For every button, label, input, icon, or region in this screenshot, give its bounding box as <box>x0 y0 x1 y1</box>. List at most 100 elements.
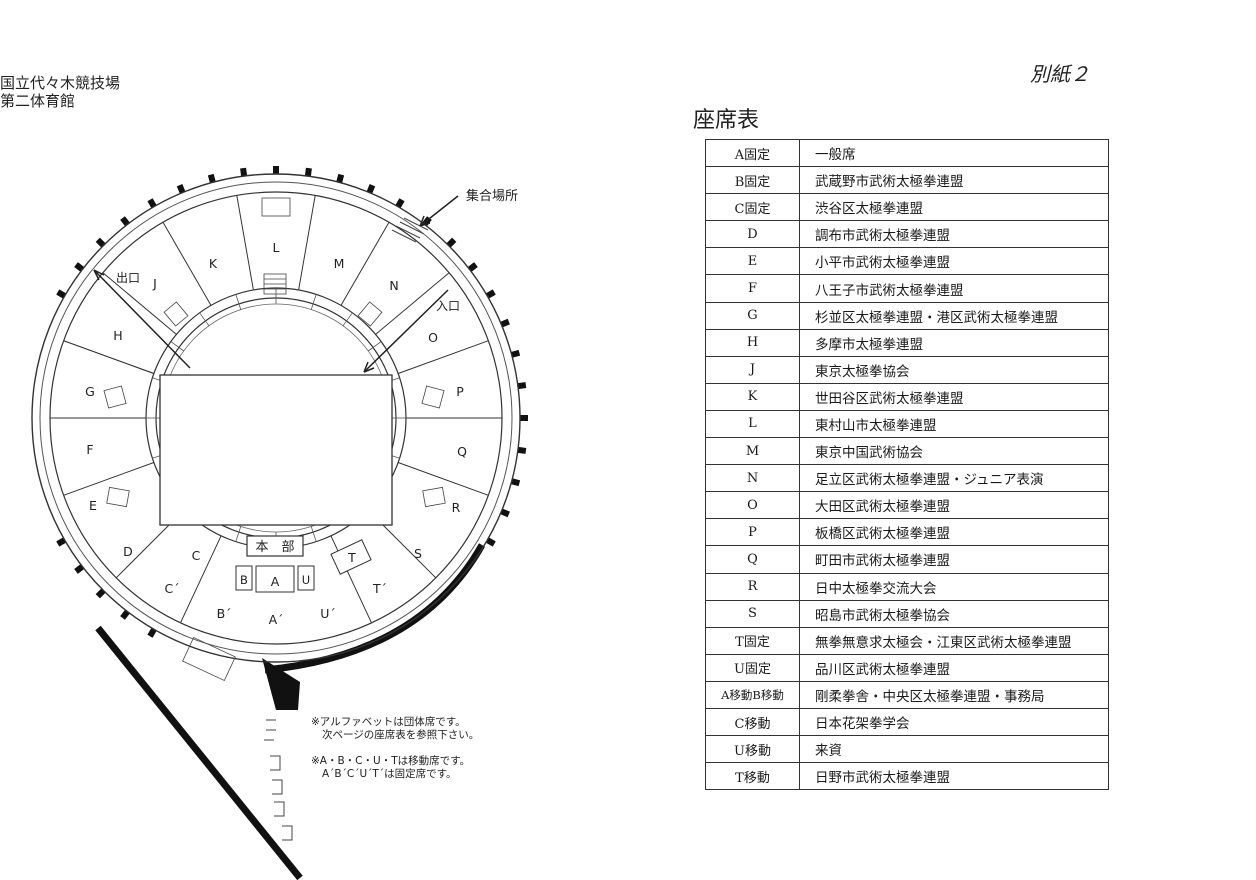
buttress-mark <box>207 173 216 184</box>
seat-code-cell: S <box>705 599 800 628</box>
seat-code-cell: T移動 <box>705 762 800 791</box>
section-divider <box>330 535 372 624</box>
assembly-arrow-head <box>419 215 431 227</box>
aisle-divider <box>342 312 353 327</box>
exit-arrow <box>93 269 191 369</box>
seat-group-cell: 武蔵野市武術太極拳連盟 <box>799 166 1109 195</box>
seat-table-row: T固定無拳無意求太極会・江東区武術太極拳連盟 <box>705 626 1109 655</box>
note-line-2: 次ページの座席表を参照下さい。 <box>322 728 480 741</box>
hq-label: 本 部 <box>255 540 294 555</box>
venue-name-line2: 第二体育館 <box>0 92 76 110</box>
buttress-mark <box>517 382 527 390</box>
seat-code-cell: R <box>705 572 800 601</box>
buttress-mark <box>147 198 157 209</box>
seat-code-cell: T固定 <box>705 626 800 655</box>
seat-group-cell: 大田区武術太極拳連盟 <box>799 491 1109 520</box>
section-label-k: K <box>209 256 218 271</box>
seat-group-cell: 八王子市武術太極拳連盟 <box>799 274 1109 303</box>
seat-table-row: U固定品川区武術太極拳連盟 <box>705 653 1109 682</box>
section-label-c-fixed: C´ <box>165 581 180 596</box>
seat-table-row: B固定武蔵野市武術太極拳連盟 <box>705 166 1109 195</box>
section-label-e: E <box>89 498 97 513</box>
buttress-mark <box>510 349 521 358</box>
seat-code-cell: Q <box>705 545 800 574</box>
exit-label: 出口 <box>116 271 140 285</box>
assembly-label: 集合場所 <box>466 188 518 204</box>
buttress-mark <box>485 537 496 547</box>
aisle-divider <box>367 341 382 352</box>
seat-table-row: A固定一般席 <box>705 138 1109 168</box>
seat-code-cell: C移動 <box>705 707 800 737</box>
seat-code-cell: N <box>705 464 800 493</box>
stairs-icons <box>103 197 446 682</box>
seat-group-cell: 世田谷区武術太極拳連盟 <box>799 382 1109 411</box>
section-label-b: B <box>240 573 248 587</box>
seat-code-cell: M <box>705 437 800 466</box>
assembly-area-hatch <box>391 217 429 243</box>
seat-code-cell: A移動B移動 <box>705 680 800 709</box>
section-divider <box>63 340 154 374</box>
seat-code-cell: A固定 <box>705 138 800 168</box>
note-line-4: A´B´C´U´T´は固定席です。 <box>322 767 457 780</box>
seat-code-cell: P <box>705 518 800 547</box>
buttress-mark <box>74 262 85 272</box>
seat-group-cell: 東京太極拳協会 <box>799 355 1109 384</box>
aisle-divider <box>235 294 242 310</box>
seat-code-cell: O <box>705 491 800 520</box>
buttress-mark <box>336 173 345 184</box>
section-label-a: A <box>271 574 280 589</box>
seat-box-u <box>297 565 315 591</box>
aisle-divider <box>170 341 185 352</box>
section-label-l: L <box>273 240 280 255</box>
buttress-mark <box>240 167 248 177</box>
section-label-g: G <box>85 384 95 399</box>
buttress-mark <box>304 167 312 177</box>
hq-box <box>246 535 304 557</box>
seat-table-row: T移動日野市武術太極拳連盟 <box>705 762 1109 791</box>
seat-code-cell: G <box>705 301 800 330</box>
buttress-mark <box>500 318 510 328</box>
seat-code-cell: U移動 <box>705 735 800 764</box>
section-divider <box>102 272 177 335</box>
seat-group-cell: 東京中国武術協会 <box>799 437 1109 466</box>
buttress-mark <box>500 508 510 518</box>
seat-group-cell: 小平市武術太極拳連盟 <box>799 247 1109 276</box>
seat-group-cell: 一般席 <box>799 138 1109 168</box>
section-label-o: O <box>428 330 438 345</box>
section-label-h: H <box>113 328 122 343</box>
section-label-m: M <box>334 256 345 271</box>
section-divider <box>63 462 154 496</box>
aisle-divider <box>199 312 210 327</box>
seat-code-cell: D <box>705 220 800 249</box>
seat-table-row: C固定渋谷区太極拳連盟 <box>705 193 1109 222</box>
section-label-t-fixed: T´ <box>372 581 387 596</box>
assembly-arrow <box>419 195 459 227</box>
seat-group-cell: 剛柔拳舎・中央区太極拳連盟・事務局 <box>799 680 1109 709</box>
note-line-3: ※A・B・C・U・Tは移動席です。 <box>311 755 471 767</box>
section-divider <box>298 195 316 291</box>
buttress-mark <box>517 446 527 454</box>
map-notes: ※アルファベットは団体席です。 次ページの座席表を参照下さい。 ※A・B・C・U… <box>311 716 561 780</box>
seat-box-a <box>255 565 295 593</box>
buttress-mark <box>147 627 157 638</box>
seat-table-row: C移動日本花架拳学会 <box>705 707 1109 737</box>
buttress-mark <box>273 166 279 174</box>
section-divider <box>236 195 254 291</box>
seat-group-cell: 渋谷区太極拳連盟 <box>799 193 1109 222</box>
buttress-mark <box>467 262 478 272</box>
section-label-r: R <box>452 500 461 515</box>
section-label-p: P <box>456 384 464 399</box>
entrance-label: 入口 <box>436 299 460 313</box>
aisle-divider <box>310 526 317 542</box>
buttress-mark <box>74 564 85 574</box>
